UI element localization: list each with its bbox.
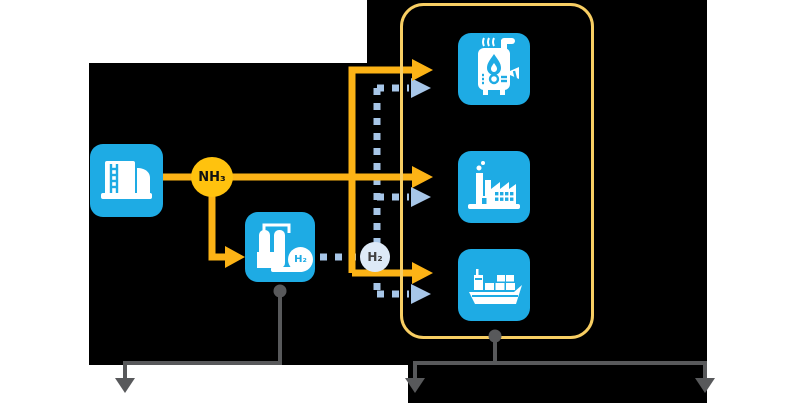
shipping-use-node <box>458 249 530 321</box>
callout-arrowheads <box>115 284 715 393</box>
nh3-flow-label: NH₃ <box>198 169 226 185</box>
cracker-h2-badge-label: H₂ <box>294 254 307 265</box>
background-panel-right <box>707 0 800 403</box>
cracker-h2-badge: H₂ <box>288 247 313 272</box>
hydrogen-flow-arrowheads <box>411 78 431 304</box>
container-ship-icon <box>469 269 522 304</box>
h2-flow-node: H₂ <box>360 242 390 272</box>
background-panel-left <box>0 0 89 403</box>
boiler-icon <box>478 37 519 95</box>
background-panel-bottom <box>88 365 408 403</box>
storage-tank-icon <box>101 161 152 199</box>
factory-icon <box>468 161 520 209</box>
ammonia-flow-arrowheads <box>225 59 433 284</box>
ammonia-storage-node <box>90 144 163 217</box>
h2-flow-label: H₂ <box>367 250 383 264</box>
boiler-use-node <box>458 33 530 105</box>
nh3-flow-node: NH₃ <box>191 157 233 197</box>
industry-use-node <box>458 151 530 223</box>
cracker-callout-dot <box>273 284 287 298</box>
uses-group-callout-dot <box>488 329 502 343</box>
